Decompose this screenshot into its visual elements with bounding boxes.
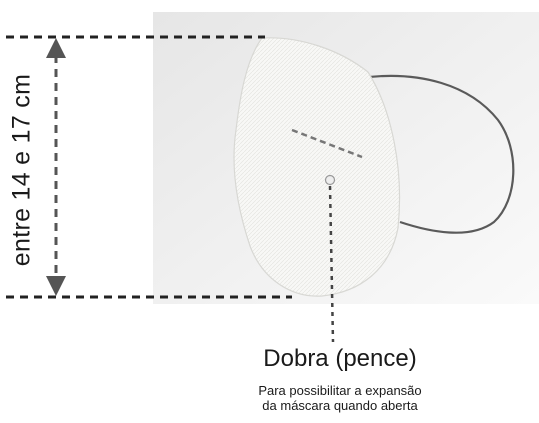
arrow-down-head xyxy=(46,276,66,296)
measurement-label: entre 14 e 17 cm xyxy=(7,73,36,267)
pleat-title: Dobra (pence) xyxy=(263,345,417,372)
pleat-point xyxy=(324,174,336,186)
ear-loop xyxy=(359,74,515,234)
pleat-line xyxy=(291,128,363,159)
fabric-mask xyxy=(233,37,401,297)
pleat-description-line-2: da máscara quando aberta xyxy=(262,398,418,413)
pleat-description-line-1: Para possibilitar a expansão xyxy=(258,383,422,398)
arrow-up-head xyxy=(46,38,66,58)
pleat-description: Para possibilitar a expansão da máscara … xyxy=(210,383,470,413)
